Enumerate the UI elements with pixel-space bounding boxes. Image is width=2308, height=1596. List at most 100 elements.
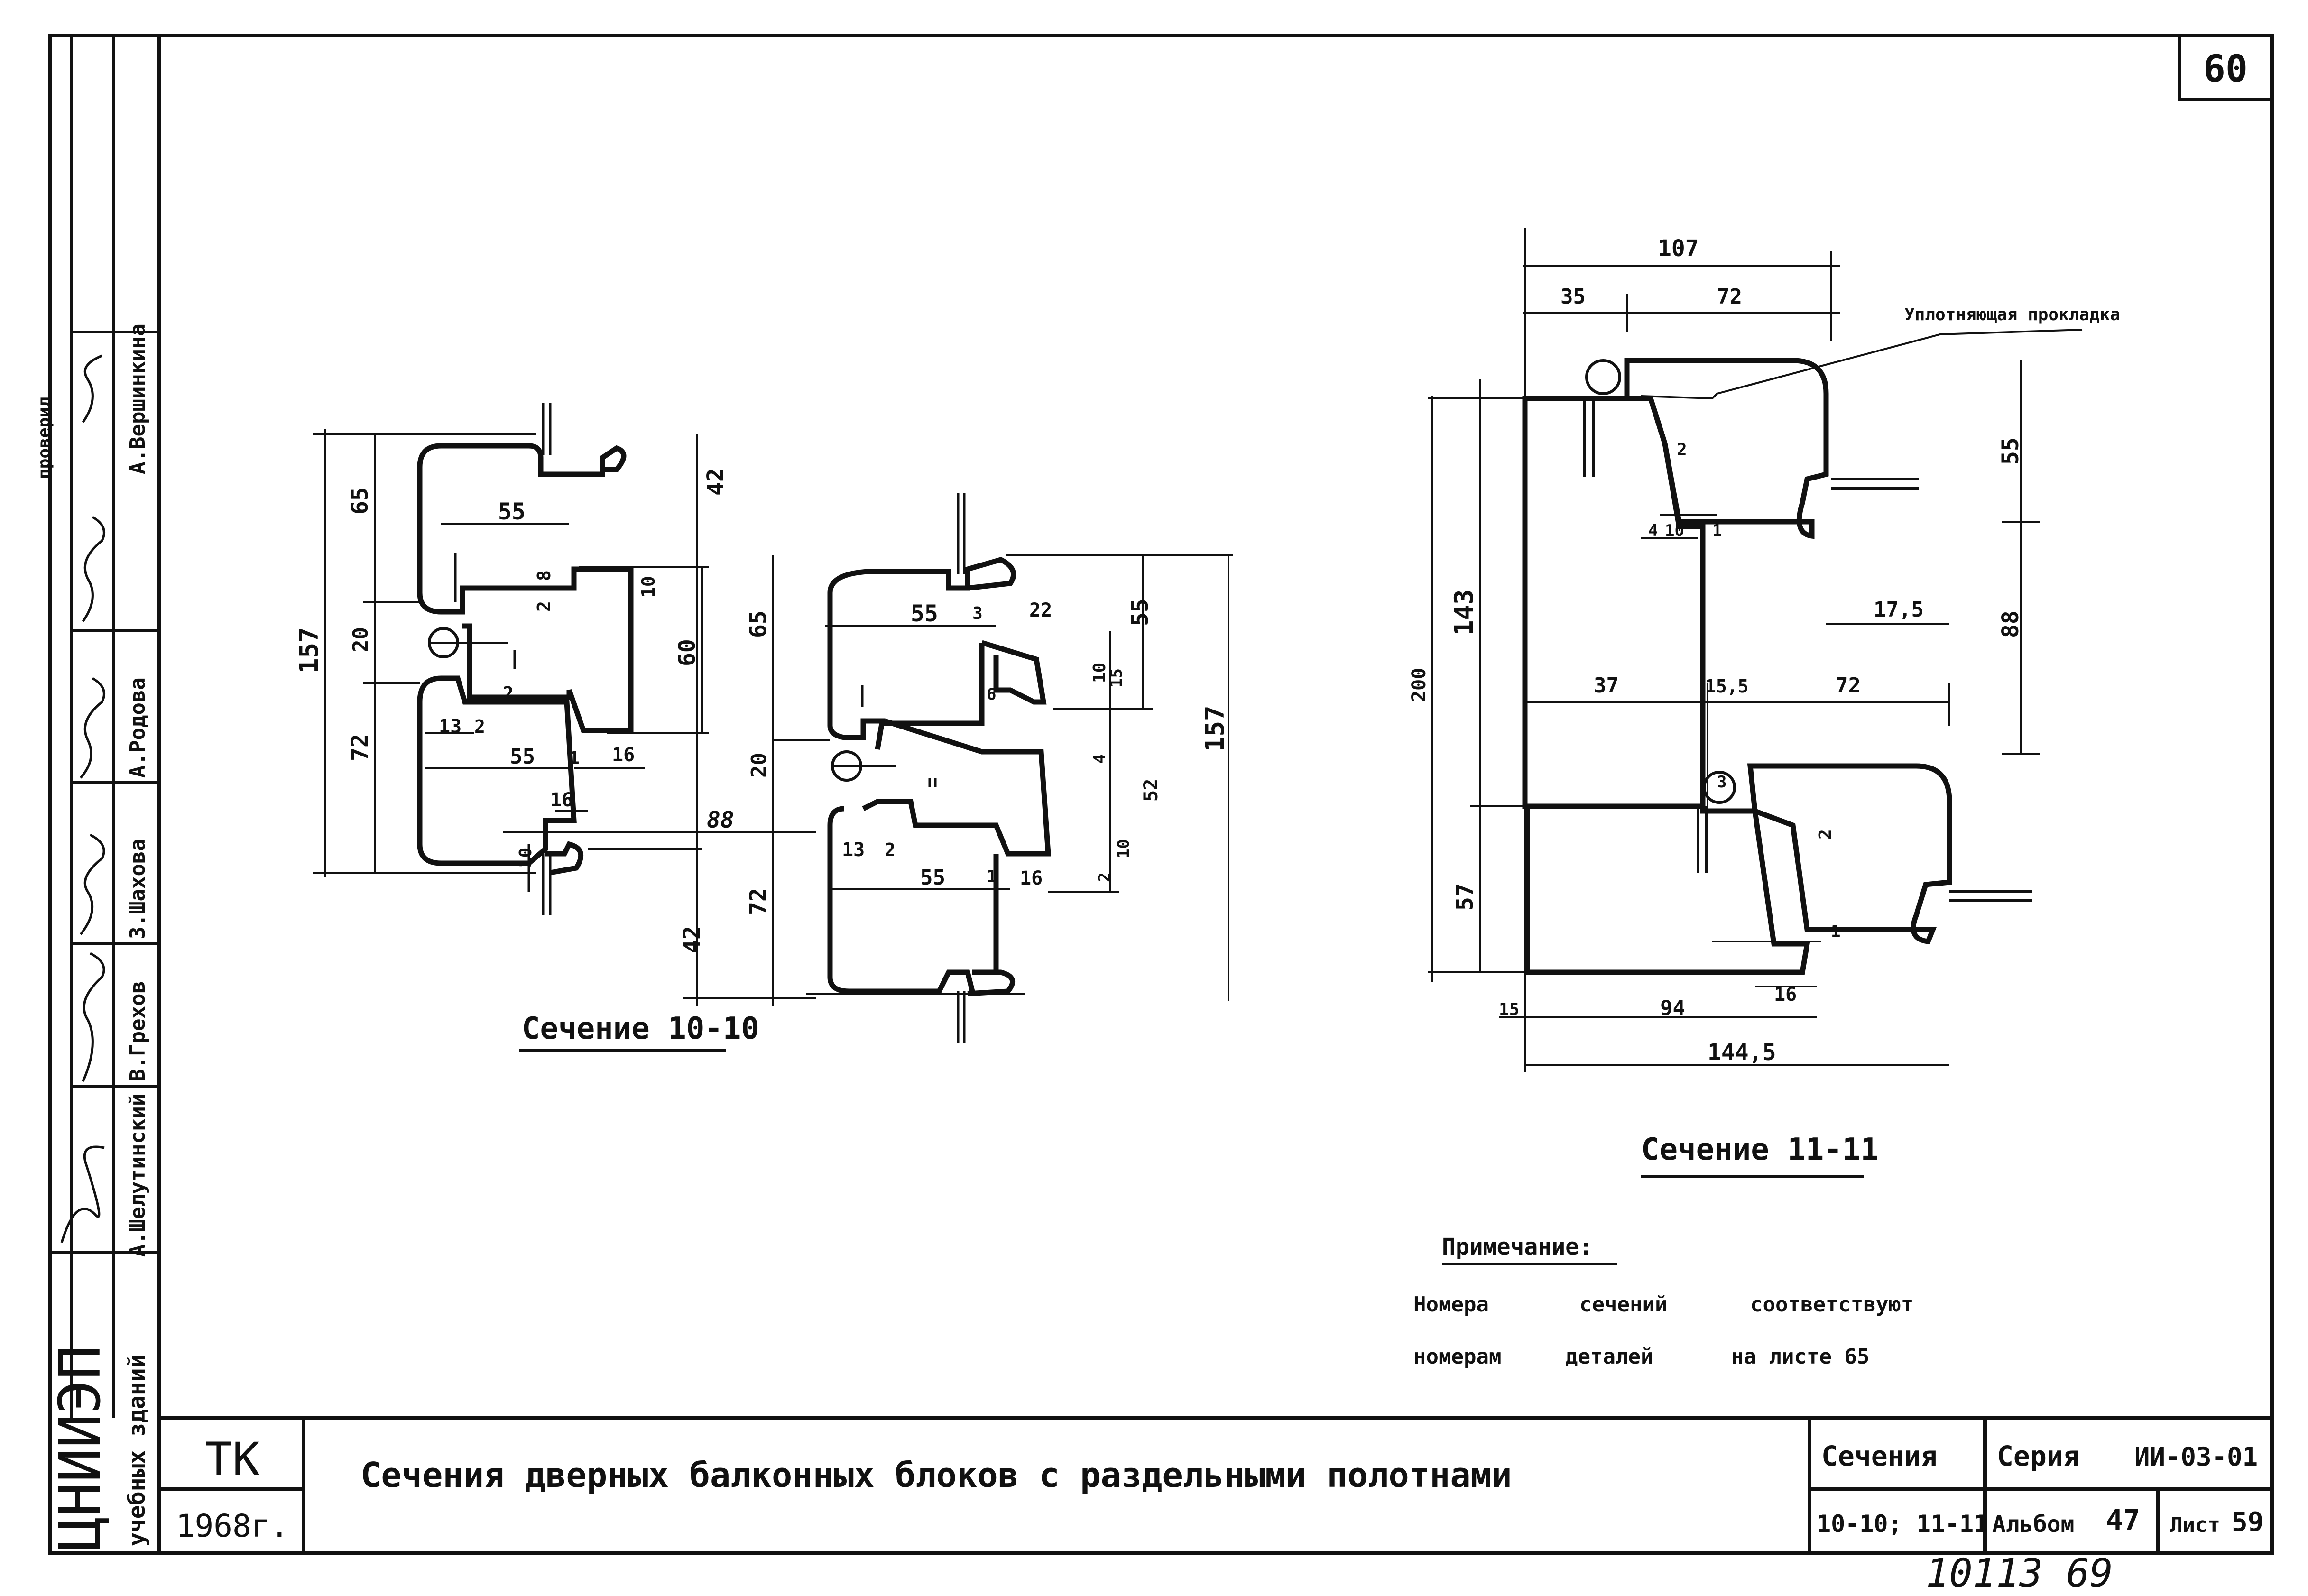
dim-3-11: 3 [1717, 773, 1726, 792]
dim-10-11: 10 [1665, 521, 1684, 540]
dim-10b: 10 [516, 848, 535, 868]
dim-55-right: 55 [1127, 599, 1154, 626]
dim-55b-bottom: 55 [920, 866, 945, 890]
note-l2-w2: деталей [1565, 1345, 1653, 1369]
section-10-right: 65 55 3 22 55 157 20 10 6 15 52 2 10 4 1… [745, 493, 1233, 1043]
dim-6b: 6 [987, 685, 996, 704]
dim-88-11: 88 [1997, 610, 2024, 638]
archive-number: 10113 69 [1926, 1551, 2113, 1596]
dim-1b-11: 1 [1831, 922, 1840, 941]
tb-album-value: 47 [2106, 1504, 2140, 1537]
tb-sections-label: Сечения [1821, 1440, 1937, 1472]
dim-2bb: 2 [885, 840, 896, 860]
dim-13: 13 [439, 716, 462, 738]
dim-72-top: 72 [1717, 285, 1742, 309]
dim-42-top: 42 [702, 468, 729, 496]
stamp-name-4: А.Родова [126, 677, 150, 778]
dim-144-5: 144,5 [1708, 1039, 1776, 1066]
dim-42-bottom: 42 [679, 926, 705, 953]
note-l2-w1: номерам [1413, 1345, 1501, 1369]
dim-16a: 16 [612, 744, 635, 766]
dim-72b: 72 [745, 888, 772, 915]
dim-72-mid: 72 [1836, 673, 1861, 698]
dim-2-11: 2 [1677, 440, 1687, 460]
tb-series-label: Серия [1997, 1440, 2080, 1472]
tb-title: Сечения дверных балконных блоков с разде… [360, 1455, 1512, 1495]
dim-2-right: 2 [1095, 873, 1114, 882]
dim-157: 157 [294, 627, 324, 673]
dim-3b: 3 [972, 604, 983, 623]
dim-2b: 2 [503, 683, 514, 704]
tb-series-value: ИИ-03-01 [2134, 1442, 2258, 1472]
note-heading: Примечание: [1442, 1234, 1593, 1260]
dim-1-11: 1 [1712, 521, 1722, 540]
dim-22b: 22 [1029, 600, 1052, 621]
dim-60: 60 [674, 639, 701, 666]
note-l2-w3: на листе 65 [1731, 1345, 1869, 1369]
dim-15-11: 15 [1499, 1000, 1519, 1019]
note-l1-w1: Номера [1413, 1292, 1489, 1317]
dim-200: 200 [1408, 668, 1430, 702]
dim-1: 1 [569, 748, 580, 768]
dim-10: 10 [638, 576, 659, 598]
note-l1-w2: сечений [1579, 1292, 1667, 1317]
sheet-frame [48, 34, 2274, 1555]
dim-13b: 13 [842, 839, 865, 861]
stamp-name-3: З.Шахова [126, 839, 150, 939]
left-stamp: А.Шелутинский В.Грехов З.Шахова А.Родова… [35, 36, 159, 1551]
tb-tk: ТК [205, 1433, 260, 1486]
stamp-name-2: В.Грехов [126, 981, 150, 1081]
dim-1b: 1 [987, 867, 997, 886]
dim-55-bottom: 55 [510, 745, 535, 769]
dim-16b: 16 [550, 789, 573, 811]
dim-16-11: 16 [1774, 984, 1797, 1006]
dim-57: 57 [1452, 883, 1478, 911]
tb-year: 1968г. [176, 1508, 289, 1544]
dim-94: 94 [1660, 996, 1685, 1020]
dim-52b: 52 [1140, 779, 1162, 802]
stamp-name-1: А.Шелутинский [126, 1094, 150, 1257]
sheet-number-box: 60 [2178, 36, 2272, 101]
title-block: ТК 1968г. Сечения дверных балконных блок… [159, 1418, 2272, 1553]
tb-sheet-label: Лист [2170, 1513, 2220, 1537]
dim-72: 72 [347, 734, 373, 761]
stamp-name-5: А.Вершинкина [126, 323, 150, 474]
dim-65b: 65 [745, 610, 772, 638]
dim-55b: 55 [911, 600, 938, 627]
dim-107: 107 [1658, 235, 1699, 262]
dim-65: 65 [347, 487, 373, 515]
stamp-org: ЦНИИЭП [47, 1346, 113, 1551]
stamp-role: проверил [35, 397, 54, 479]
dim-15b: 15 [1107, 668, 1126, 688]
dim-35: 35 [1560, 285, 1586, 309]
dim-2a: 2 [534, 601, 554, 612]
section-11-title: Сечение 11-11 [1641, 1132, 1879, 1167]
dim-8: 8 [534, 570, 554, 581]
stamp-org-sub: учебных зданий [124, 1354, 150, 1546]
section-10-title: Сечение 10-10 [522, 1011, 759, 1046]
sheet-number: 60 [2203, 48, 2248, 91]
tb-sheet-value: 59 [2232, 1507, 2263, 1538]
dim-2c: 2 [474, 716, 485, 737]
tb-album-label: Альбом [1992, 1511, 2074, 1538]
dim-10-right: 10 [1090, 663, 1109, 683]
dim-20b: 20 [747, 753, 771, 778]
dim-88: 88 [707, 807, 734, 833]
note: Примечание: Номера сечений соответствуют… [1413, 1234, 1913, 1369]
section-10-left: 157 65 55 8 2 10 42 20 60 2 13 2 72 55 1… [294, 403, 816, 1052]
dim-17-5: 17,5 [1874, 598, 1924, 622]
dim-4b: 4 [1090, 754, 1109, 764]
signatures [60, 354, 105, 1243]
callout-seal: Уплотняющая прокладка [1904, 305, 2120, 324]
dim-55-top: 55 [498, 498, 526, 525]
note-l1-w3: соответствуют [1750, 1292, 1913, 1317]
dim-143: 143 [1449, 589, 1479, 636]
section-11: 107 35 72 55 200 143 2 4 10 1 17,5 88 37… [1408, 228, 2120, 1178]
dim-2b-11: 2 [1816, 829, 1835, 840]
dim-55-11: 55 [1997, 437, 2024, 465]
callout-text: Уплотняющая прокладка [1904, 305, 2120, 324]
dim-10-right-b: 10 [1114, 839, 1133, 858]
dim-16bb: 16 [1020, 867, 1043, 889]
